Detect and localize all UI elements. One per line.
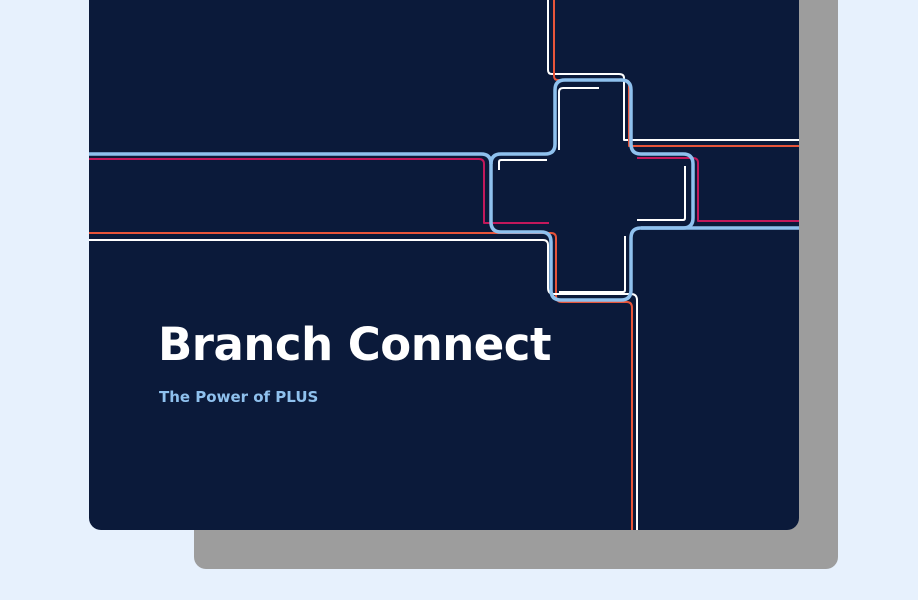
cover-title: Branch Connect <box>158 318 552 371</box>
plus-inner-white-2 <box>558 87 599 150</box>
cover-card: Branch Connect The Power of PLUS <box>89 0 799 530</box>
branching-lines-plus-graphic <box>89 0 799 530</box>
plus-outline-blue <box>89 152 799 302</box>
plus-inner-white-1 <box>498 159 547 170</box>
line-magenta-left <box>89 158 549 224</box>
line-white-top <box>547 0 799 141</box>
plus-outline-blue-top <box>489 78 695 230</box>
plus-inner-white-4 <box>559 236 626 293</box>
line-magenta-right <box>637 157 799 222</box>
line-white-left <box>89 239 638 530</box>
cover-subtitle: The Power of PLUS <box>159 388 319 406</box>
plus-inner-white-3 <box>637 166 686 221</box>
